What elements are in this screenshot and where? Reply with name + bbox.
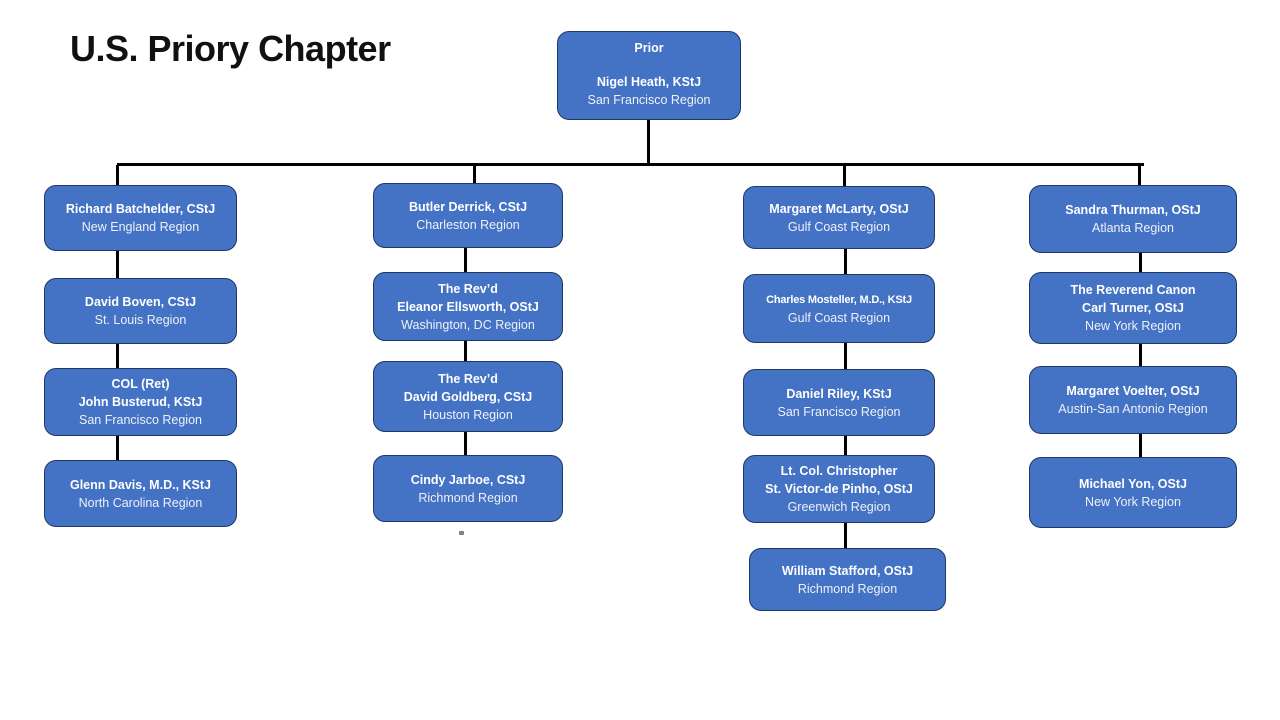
connector-line bbox=[116, 251, 119, 278]
org-node-william-stafford[interactable]: William Stafford, OStJ Richmond Region bbox=[749, 548, 946, 611]
role-label: Prior bbox=[634, 41, 664, 55]
member-name: Sandra Thurman, OStJ bbox=[1065, 203, 1201, 217]
org-node-glenn-davis[interactable]: Glenn Davis, M.D., KStJ North Carolina R… bbox=[44, 460, 237, 527]
org-node-margaret-voelter[interactable]: Margaret Voelter, OStJ Austin-San Antoni… bbox=[1029, 366, 1237, 434]
org-node-sandra-thurman[interactable]: Sandra Thurman, OStJ Atlanta Region bbox=[1029, 185, 1237, 253]
member-name: Nigel Heath, KStJ bbox=[596, 75, 702, 89]
member-name: Margaret McLarty, OStJ bbox=[769, 201, 909, 216]
connector-line bbox=[844, 343, 847, 369]
member-region: Richmond Region bbox=[797, 581, 898, 596]
member-region: Greenwich Region bbox=[787, 500, 891, 514]
member-region: San Francisco Region bbox=[587, 93, 711, 107]
member-region: Houston Region bbox=[423, 407, 513, 422]
member-region: New York Region bbox=[1085, 319, 1181, 333]
member-name: The Reverend Canon Carl Turner, OStJ bbox=[1070, 283, 1196, 315]
member-name: Richard Batchelder, CStJ bbox=[65, 202, 216, 216]
connector-line bbox=[844, 249, 847, 274]
member-region: Gulf Coast Region bbox=[787, 219, 891, 234]
page-title: U.S. Priory Chapter bbox=[70, 28, 391, 69]
org-node-prior[interactable]: Prior Nigel Heath, KStJ San Francisco Re… bbox=[557, 31, 741, 120]
org-node-carl-turner[interactable]: The Reverend Canon Carl Turner, OStJ New… bbox=[1029, 272, 1237, 344]
connector-line bbox=[116, 344, 119, 368]
connector-line bbox=[844, 523, 847, 548]
member-region: St. Louis Region bbox=[94, 313, 187, 327]
connector-line bbox=[464, 248, 467, 272]
member-region: San Francisco Region bbox=[777, 404, 901, 419]
member-name: William Stafford, OStJ bbox=[781, 563, 914, 578]
connector-line bbox=[116, 436, 119, 460]
connector-main-horizontal bbox=[117, 163, 1144, 166]
member-name: The Rev’d Eleanor Ellsworth, OStJ bbox=[397, 281, 539, 314]
org-node-david-goldberg[interactable]: The Rev’d David Goldberg, CStJ Houston R… bbox=[373, 361, 563, 432]
member-region: Richmond Region bbox=[418, 490, 518, 505]
member-region: Charleston Region bbox=[416, 217, 520, 232]
connector-line bbox=[1139, 344, 1142, 366]
connector-drop-col1 bbox=[116, 165, 119, 185]
member-name: Margaret Voelter, OStJ bbox=[1066, 384, 1200, 398]
member-name: Michael Yon, OStJ bbox=[1079, 476, 1187, 491]
member-name: Daniel Riley, KStJ bbox=[786, 386, 892, 401]
member-region: Washington, DC Region bbox=[401, 317, 535, 332]
connector-line bbox=[1139, 253, 1142, 272]
org-node-richard-batchelder[interactable]: Richard Batchelder, CStJ New England Reg… bbox=[44, 185, 237, 251]
member-region: New York Region bbox=[1085, 494, 1181, 509]
member-name: Lt. Col. Christopher St. Victor-de Pinho… bbox=[765, 464, 913, 496]
member-name: Butler Derrick, CStJ bbox=[408, 199, 528, 214]
connector-drop-col2 bbox=[473, 165, 476, 183]
member-region: North Carolina Region bbox=[78, 495, 203, 510]
connector-line bbox=[464, 341, 467, 361]
org-node-david-boven[interactable]: David Boven, CStJ St. Louis Region bbox=[44, 278, 237, 344]
org-node-christopher-st-victor-de-pinho[interactable]: Lt. Col. Christopher St. Victor-de Pinho… bbox=[743, 455, 935, 523]
org-node-margaret-mclarty[interactable]: Margaret McLarty, OStJ Gulf Coast Region bbox=[743, 186, 935, 249]
stray-dot bbox=[459, 531, 464, 535]
member-region: Gulf Coast Region bbox=[787, 310, 891, 325]
member-region: Austin-San Antonio Region bbox=[1058, 402, 1208, 416]
org-node-eleanor-ellsworth[interactable]: The Rev’d Eleanor Ellsworth, OStJ Washin… bbox=[373, 272, 563, 341]
org-node-john-busterud[interactable]: COL (Ret) John Busterud, KStJ San Franci… bbox=[44, 368, 237, 436]
member-name: Charles Mosteller, M.D., KStJ bbox=[766, 293, 912, 306]
connector-line bbox=[1139, 434, 1142, 457]
member-region: Atlanta Region bbox=[1091, 221, 1174, 235]
org-node-charles-mosteller[interactable]: Charles Mosteller, M.D., KStJ Gulf Coast… bbox=[743, 274, 935, 343]
member-name: COL (Ret) John Busterud, KStJ bbox=[78, 377, 203, 409]
connector-drop-col4 bbox=[1138, 165, 1141, 185]
member-name: Glenn Davis, M.D., KStJ bbox=[69, 477, 211, 492]
member-region: New England Region bbox=[81, 220, 200, 234]
connector-line bbox=[464, 432, 467, 455]
member-name: Cindy Jarboe, CStJ bbox=[410, 472, 526, 487]
member-name: The Rev’d David Goldberg, CStJ bbox=[403, 371, 533, 404]
org-node-cindy-jarboe[interactable]: Cindy Jarboe, CStJ Richmond Region bbox=[373, 455, 563, 522]
connector-line bbox=[844, 436, 847, 455]
connector-drop-col3 bbox=[843, 165, 846, 186]
org-node-daniel-riley[interactable]: Daniel Riley, KStJ San Francisco Region bbox=[743, 369, 935, 436]
org-node-michael-yon[interactable]: Michael Yon, OStJ New York Region bbox=[1029, 457, 1237, 528]
connector-root-stem bbox=[647, 120, 650, 165]
member-region: San Francisco Region bbox=[79, 413, 202, 427]
org-node-butler-derrick[interactable]: Butler Derrick, CStJ Charleston Region bbox=[373, 183, 563, 248]
member-name: David Boven, CStJ bbox=[84, 295, 197, 309]
